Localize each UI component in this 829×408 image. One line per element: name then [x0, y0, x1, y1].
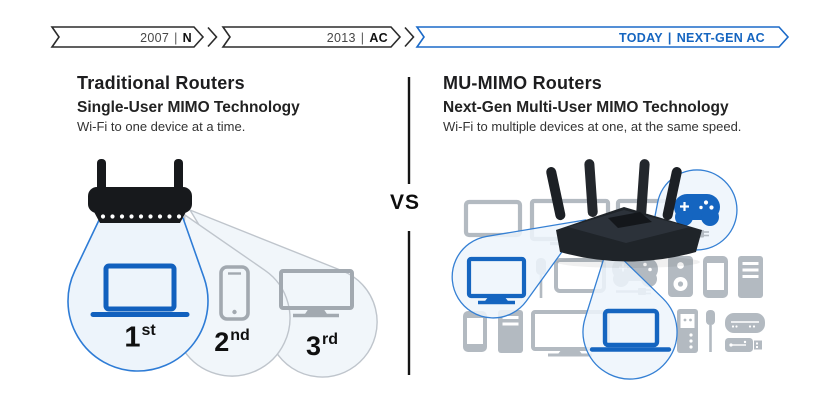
- mu-mimo-router-icon: [546, 159, 702, 268]
- monitor-icon: [279, 269, 354, 318]
- highlighted-game-controller-icon: [670, 194, 720, 238]
- powerline-adapter-icon: [677, 309, 698, 353]
- timeline-label-today: TODAY | NEXT-GEN AC: [540, 30, 765, 47]
- desktop-tower-icon: [498, 310, 523, 353]
- timeline-standard: NEXT-GEN AC: [676, 31, 765, 45]
- right-illustration: [451, 159, 765, 380]
- ordinal-number: 1: [124, 321, 141, 354]
- timeline-year: TODAY: [619, 31, 663, 45]
- timeline: [50, 26, 790, 48]
- left-panel-description: Wi-Fi to one device at a time.: [77, 119, 246, 134]
- ordinal-label-3rd: 3rd: [277, 326, 367, 361]
- timeline-banner-2007-shape: [50, 26, 205, 48]
- ordinal-label-2nd: 2nd: [187, 322, 277, 357]
- timeline-separator: |: [360, 31, 365, 45]
- modem-icon: [725, 313, 765, 333]
- monitor-icon: [463, 199, 523, 238]
- timeline-separator: |: [667, 31, 672, 45]
- left-illustration: [67, 159, 378, 378]
- left-panel-subtitle: Single-User MIMO Technology: [77, 99, 300, 116]
- timeline-standard: N: [182, 31, 192, 45]
- timeline-label-2007: 2007 | N: [60, 30, 192, 47]
- right-panel-subtitle: Next-Gen Multi-User MIMO Technology: [443, 99, 729, 116]
- smartphone-icon: [219, 265, 250, 321]
- ordinal-number: 2: [214, 327, 230, 357]
- timeline-year: 2007: [140, 31, 170, 45]
- laptop-icon: [90, 263, 190, 317]
- timeline-banner-today-shape: [415, 26, 790, 48]
- highlighted-monitor-icon: [466, 256, 527, 305]
- server-tower-icon: [738, 256, 763, 298]
- timeline-banner-2013-shape: [221, 26, 402, 48]
- highlighted-laptop-icon: [589, 308, 672, 352]
- versus-label: VS: [389, 191, 420, 214]
- timeline-chevron-2-icon: [404, 26, 415, 48]
- ordinal-suffix: rd: [322, 331, 339, 348]
- timeline-standard: AC: [369, 31, 388, 45]
- ordinal-label-1st: 1st: [95, 317, 185, 353]
- right-panel-description: Wi-Fi to multiple devices at one, at the…: [443, 119, 742, 134]
- usb-stick-icon: [725, 338, 762, 352]
- smartphone-gray-icon: [703, 256, 728, 298]
- traditional-router-icon: [88, 159, 192, 223]
- timeline-chevron-1-icon: [207, 26, 218, 48]
- speaker-icon: [668, 256, 693, 297]
- mu-mimo-cone-monitor: [451, 219, 587, 319]
- ordinal-number: 3: [305, 331, 322, 361]
- adapter-cable-icon: [706, 310, 715, 352]
- ordinal-suffix: nd: [230, 327, 250, 344]
- timeline-separator: |: [174, 31, 178, 45]
- smartphone-gray-icon: [463, 311, 487, 352]
- timeline-year: 2013: [326, 31, 356, 45]
- signal-cone-1st: [67, 217, 209, 372]
- right-panel-title: MU-MIMO Routers: [443, 73, 602, 93]
- timeline-label-2013: 2013 | AC: [240, 30, 388, 47]
- ordinal-suffix: st: [141, 322, 156, 339]
- left-panel-title: Traditional Routers: [77, 73, 245, 93]
